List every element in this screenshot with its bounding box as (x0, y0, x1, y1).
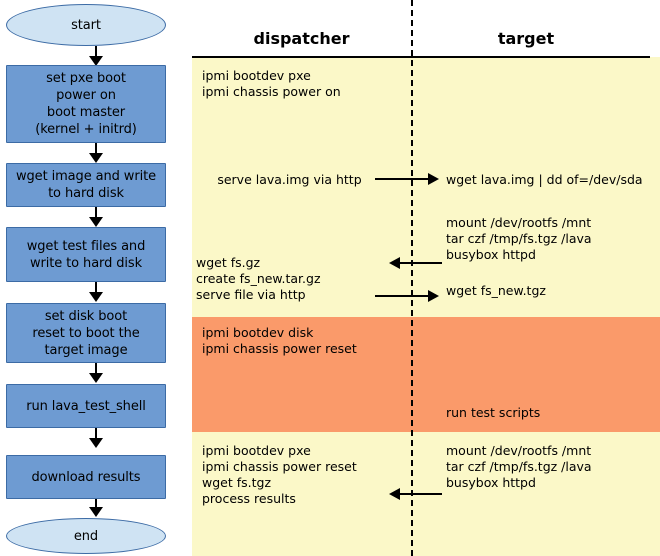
flow-node-start[interactable]: start (6, 4, 166, 46)
connector-setdisk-to-runlava (95, 363, 97, 380)
band-orange-test-phase (192, 317, 660, 432)
flow-node-set-disk-boot[interactable]: set disk boot reset to boot the target i… (6, 303, 166, 363)
arrowhead-download-to-end (89, 507, 103, 517)
message-arrow-serve-lava-img (375, 178, 431, 180)
connector-setpxe-to-wgetimage (95, 143, 97, 159)
target-block-3: wget fs_new.tgz (446, 283, 546, 298)
flow-node-start-label: start (71, 17, 101, 33)
sequence-panel: dispatcher target ipmi bootdev pxe ipmi … (192, 0, 660, 556)
flow-node-set-disk-boot-line-3: target image (44, 342, 128, 358)
column-header-target: target (411, 29, 641, 48)
flow-node-wget-image[interactable]: wget image and write to hard disk (6, 163, 166, 207)
flowchart: start set pxe boot power on boot master … (0, 0, 192, 556)
target-block-4: run test scripts (446, 405, 541, 420)
flow-node-end-label: end (73, 528, 99, 544)
connector-wgettest-to-setdisk (95, 282, 97, 299)
connector-wgetimage-to-wgettest (95, 207, 97, 223)
arrowhead-wgetimage-to-wgettest (89, 217, 103, 227)
arrowhead-wgettest-to-setdisk (89, 292, 103, 302)
flow-node-wget-test-files-line-1: wget test files and (26, 238, 146, 254)
arrowhead-serve-file-via-http (428, 290, 439, 302)
dispatcher-block-4: ipmi bootdev disk ipmi chassis power res… (202, 325, 357, 356)
dispatcher-block-3: wget fs.gz create fs_new.tar.gz serve fi… (196, 255, 321, 302)
message-arrow-busybox-httpd-1 (400, 262, 442, 264)
flow-node-set-disk-boot-line-1: set disk boot (44, 308, 128, 324)
flow-node-download-results-label: download results (31, 469, 141, 485)
target-block-1: wget lava.img | dd of=/dev/sda (446, 172, 643, 187)
flow-node-set-pxe-boot[interactable]: set pxe boot power on boot master (kerne… (6, 65, 166, 143)
lifeline-divider (411, 0, 413, 556)
message-arrow-serve-file-via-http (375, 295, 431, 297)
connector-runlava-to-download (95, 428, 97, 445)
flow-node-set-disk-boot-line-2: reset to boot the (32, 325, 140, 341)
flow-node-set-pxe-boot-line-4: (kernel + initrd) (35, 122, 137, 137)
flow-node-end[interactable]: end (6, 518, 166, 554)
target-block-2: mount /dev/rootfs /mnt tar czf /tmp/fs.t… (446, 215, 592, 262)
flow-node-download-results[interactable]: download results (6, 455, 166, 499)
column-header-dispatcher-label: dispatcher (253, 29, 350, 48)
arrowhead-start-to-setpxe (89, 56, 103, 66)
flow-node-wget-image-line-1: wget image and write (15, 169, 156, 184)
band-upper-yellow (192, 57, 660, 317)
flow-node-wget-test-files[interactable]: wget test files and write to hard disk (6, 227, 166, 282)
dispatcher-block-5: ipmi bootdev pxe ipmi chassis power rese… (202, 443, 357, 506)
column-header-dispatcher: dispatcher (192, 29, 411, 48)
arrowhead-setdisk-to-runlava (89, 373, 103, 383)
dispatcher-block-2: serve lava.img via http (217, 172, 362, 187)
arrowhead-setpxe-to-wgetimage (89, 153, 103, 163)
flow-node-run-lava-test-shell[interactable]: run lava_test_shell (6, 384, 166, 428)
dispatcher-block-1: ipmi bootdev pxe ipmi chassis power on (202, 68, 341, 99)
column-header-target-label: target (497, 29, 555, 48)
flow-node-set-pxe-boot-line-2: power on (56, 88, 116, 103)
connector-download-to-end (95, 499, 97, 513)
arrowhead-runlava-to-download (89, 438, 103, 448)
message-arrow-busybox-httpd-2 (400, 493, 442, 495)
flow-node-set-pxe-boot-line-3: boot master (46, 105, 126, 120)
flow-node-wget-image-line-2: to hard disk (48, 186, 124, 201)
arrowhead-busybox-httpd-1 (389, 257, 400, 269)
flow-node-run-lava-test-shell-label: run lava_test_shell (26, 398, 146, 414)
target-block-5: mount /dev/rootfs /mnt tar czf /tmp/fs.t… (446, 443, 592, 490)
arrowhead-busybox-httpd-2 (389, 488, 400, 500)
connector-start-to-setpxe (95, 46, 97, 61)
flow-node-set-pxe-boot-line-1: set pxe boot (46, 71, 126, 86)
arrowhead-serve-lava-img (428, 173, 439, 185)
header-rule (192, 56, 650, 58)
flow-node-wget-test-files-line-2: write to hard disk (29, 255, 143, 271)
